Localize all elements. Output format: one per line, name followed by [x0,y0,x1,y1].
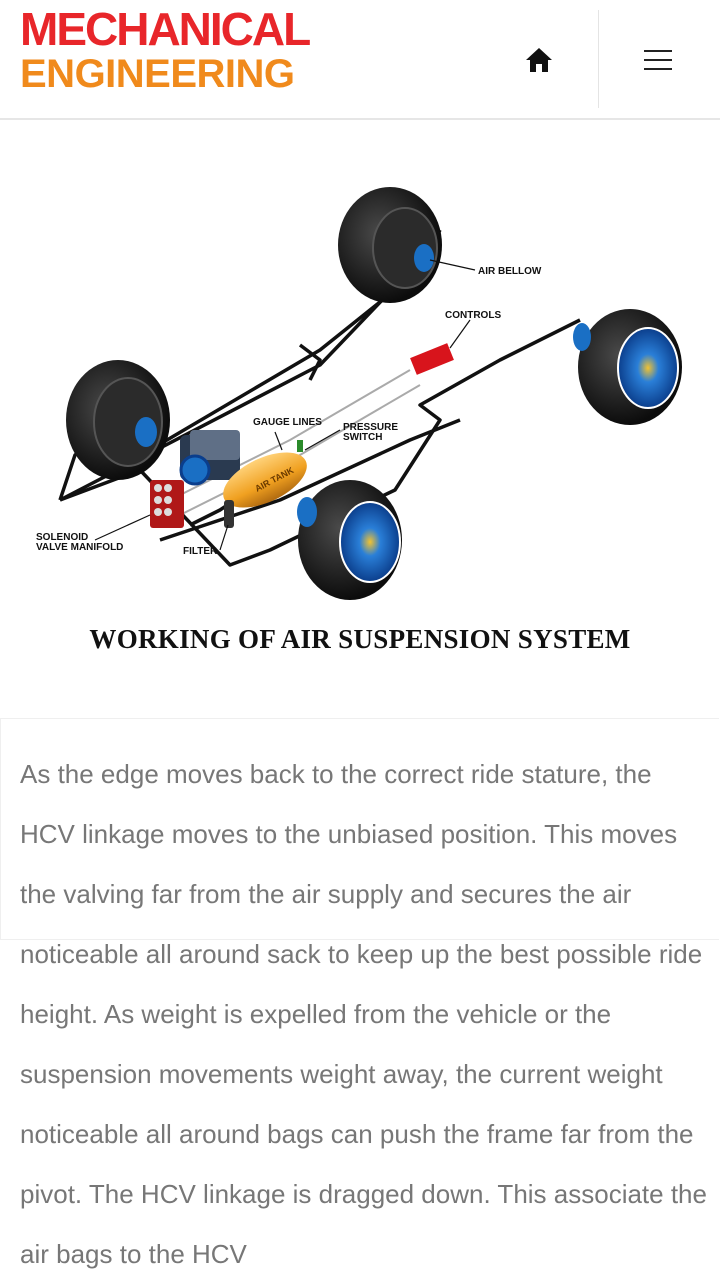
filter [224,500,234,528]
logo-line-mechanical: MECHANICAL [20,3,311,55]
controls-unit [410,343,454,375]
rear-wheel-top [338,187,442,303]
figure-caption: WORKING OF AIR SUSPENSION SYSTEM [89,624,631,654]
solenoid-valve-manifold [150,480,184,528]
header-divider [598,10,599,108]
site-header: MECHANICAL ENGINEERING [0,0,720,120]
logo-line-engineering: ENGINEERING [20,52,295,96]
label-pressure-switch-2: SWITCH [343,432,382,443]
site-logo[interactable]: MECHANICAL ENGINEERING [20,3,311,96]
label-filter: FILTER [183,546,218,557]
label-solenoid-2: VALVE MANIFOLD [36,542,123,553]
rear-wheel-right [573,309,682,425]
air-tank: AIR TANK [223,452,307,508]
article-card [0,718,719,940]
menu-button[interactable] [640,46,676,74]
hamburger-menu-icon [644,50,672,52]
label-pressure-switch-1: PRESSURE [343,422,398,433]
air-suspension-diagram: AIR TANK AIR BELLOW CONTROLS GAUGE LINES… [36,187,682,600]
front-wheel-left [66,360,170,480]
label-solenoid-1: SOLENOID [36,532,88,543]
label-gauge-lines: GAUGE LINES [253,417,322,428]
compressor [179,430,240,486]
pressure-switch [297,440,303,452]
article-paragraph: As the edge moves back to the correct ri… [20,759,707,1269]
front-wheel-right [297,480,402,600]
label-controls: CONTROLS [445,310,501,321]
home-icon [526,48,552,72]
label-air-bellow: AIR BELLOW [478,266,542,277]
home-button[interactable] [520,42,558,78]
